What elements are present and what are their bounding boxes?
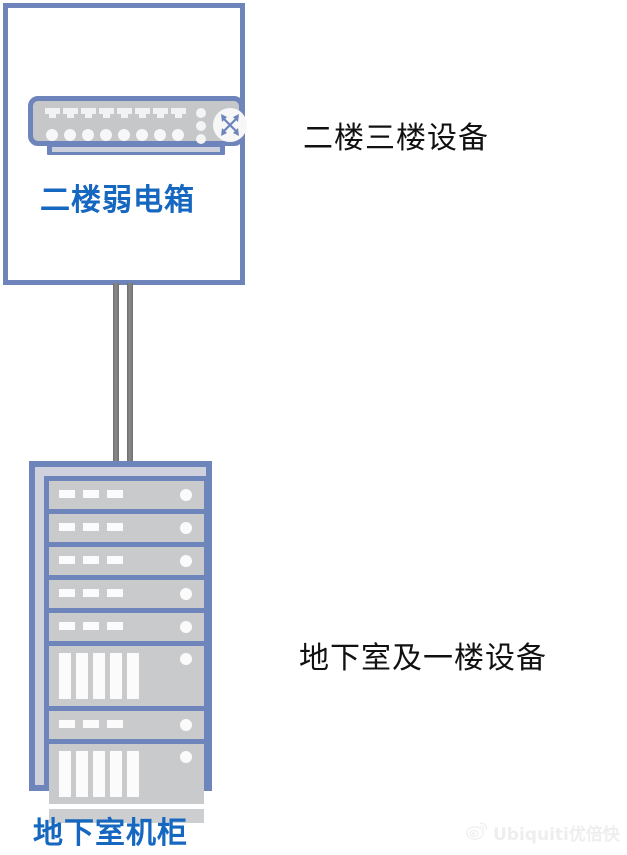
upper-enclosure-caption: 二楼弱电箱 xyxy=(40,183,195,218)
rack-unit xyxy=(49,514,204,542)
rack-unit-status-led-icon xyxy=(180,522,192,534)
lower-floor-equipment-label: 地下室及一楼设备 xyxy=(299,641,547,676)
rack-unit xyxy=(49,481,204,509)
rack-unit-status-led-icon xyxy=(180,555,192,567)
rack-unit-status-led-icon xyxy=(180,719,192,731)
port-link-led-icon xyxy=(82,129,94,141)
switch-stand-base-inner xyxy=(52,147,220,152)
rj45-jack-icon xyxy=(171,108,186,118)
rack-unit xyxy=(49,547,204,575)
upper-enclosure-box: 二楼弱电箱 xyxy=(3,3,247,285)
riser-cable-left xyxy=(113,283,119,468)
rj45-jack-icon xyxy=(153,108,168,118)
port-link-led-icon xyxy=(154,129,166,141)
rj45-jack-icon xyxy=(135,108,150,118)
rack-unit-indicators xyxy=(59,622,123,630)
four-way-arrows-icon xyxy=(213,108,247,142)
port-link-led-icon xyxy=(136,129,148,141)
status-led-2-icon xyxy=(196,121,206,131)
switch-port-6 xyxy=(135,108,150,144)
rack-unit-blade-bays xyxy=(59,653,139,699)
rack-unit xyxy=(49,744,204,804)
switch-chassis xyxy=(28,96,247,146)
port-link-led-icon xyxy=(46,129,58,141)
switch-port-8 xyxy=(171,108,186,144)
switch-port-3 xyxy=(81,108,96,144)
rj45-jack-icon xyxy=(99,108,114,118)
rack-unit-indicators xyxy=(59,720,123,728)
watermark: Ubiquiti优倍快 xyxy=(466,820,620,845)
port-link-led-icon xyxy=(172,129,184,141)
switch-port-group xyxy=(45,108,186,144)
rack-unit xyxy=(49,711,204,739)
rack-caption: 地下室机柜 xyxy=(33,816,188,851)
switch-port-5 xyxy=(117,108,132,144)
rack-unit-blank-panel xyxy=(49,809,204,823)
rack-unit-indicators xyxy=(59,589,123,597)
rack-unit-indicators xyxy=(59,556,123,564)
rack-unit xyxy=(49,646,204,706)
switch-port-7 xyxy=(153,108,168,144)
switch-port-1 xyxy=(45,108,60,144)
rj45-jack-icon xyxy=(45,108,60,118)
rj45-jack-icon xyxy=(63,108,78,118)
port-link-led-icon xyxy=(100,129,112,141)
rj45-jack-icon xyxy=(81,108,96,118)
rack-unit-blade-bays xyxy=(59,751,139,797)
rack-unit-status-led-icon xyxy=(180,489,192,501)
upper-floor-equipment-label: 二楼三楼设备 xyxy=(303,121,489,156)
rack-unit xyxy=(49,580,204,608)
rack-unit-status-led-icon xyxy=(180,588,192,600)
switch-status-led-group xyxy=(196,108,207,144)
basement-rack-cabinet xyxy=(29,461,212,823)
status-led-1-icon xyxy=(196,108,206,118)
port-link-led-icon xyxy=(118,129,130,141)
switch-port-2 xyxy=(63,108,78,144)
rj45-jack-icon xyxy=(117,108,132,118)
rack-unit-status-led-icon xyxy=(180,751,192,763)
rack-unit-status-led-icon xyxy=(180,621,192,633)
network-switch-device xyxy=(25,96,247,160)
riser-cable-right xyxy=(127,283,133,468)
rack-unit-indicators xyxy=(59,523,123,531)
port-link-led-icon xyxy=(64,129,76,141)
rack-inner-frame xyxy=(44,476,209,823)
watermark-text: Ubiquiti优倍快 xyxy=(493,825,620,845)
rack-outer-frame xyxy=(29,461,212,823)
weibo-logo-icon xyxy=(466,821,488,844)
status-led-3-icon xyxy=(196,134,206,144)
rack-unit xyxy=(49,613,204,641)
rack-unit-indicators xyxy=(59,490,123,498)
rack-unit-status-led-icon xyxy=(180,653,192,665)
switch-port-4 xyxy=(99,108,114,144)
